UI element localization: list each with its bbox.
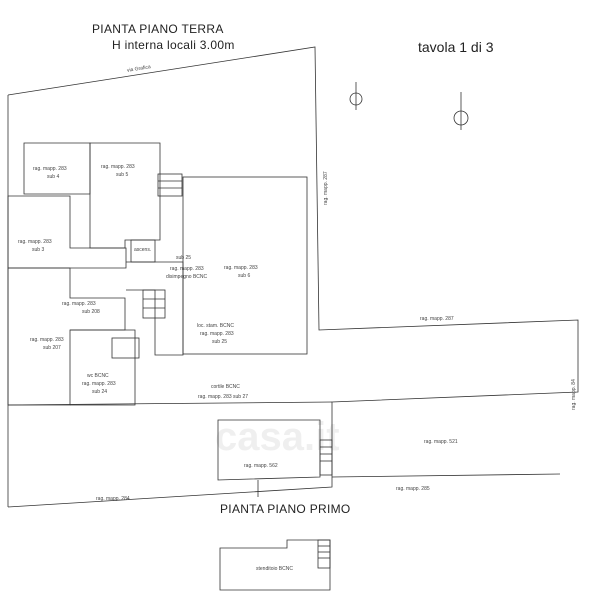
north-arrow-icon (349, 82, 363, 110)
parcel-label: rag. mapp. 283 (62, 301, 96, 307)
parcel-label: sub 24 (92, 389, 108, 395)
parcel-label: rag. mapp. 283 (224, 265, 258, 271)
parcel-label: rag. mapp. 287 (420, 316, 454, 322)
sheet-number: tavola 1 di 3 (418, 39, 494, 55)
parcel-label: rag. mapp. 283 (101, 164, 135, 170)
parcel-label: sub 3 (32, 247, 45, 253)
parcel-label: rag. mapp. 84 (571, 379, 577, 410)
parcel-label: rag. mapp. 521 (424, 439, 458, 445)
parcel-label: rag. mapp. 283 (33, 166, 67, 172)
parcel-label: rag. mapp. 283 (18, 239, 52, 245)
parcel-label: rag. mapp. 287 (323, 171, 329, 205)
parcel-label: rag. mapp. 283 sub 27 (198, 394, 249, 400)
parcel-label: rag. mapp. 562 (244, 463, 278, 469)
parcel-label: sub 6 (238, 273, 251, 279)
parcel-label: stenditoio BCNC (256, 566, 293, 572)
parcel-label: loc. stam. BCNC (197, 323, 234, 329)
parcel-label: sub 4 (47, 174, 60, 180)
parcel-label: wc BCNC (87, 373, 109, 379)
parcel-label: disimpegno BCNC (166, 274, 208, 280)
parcel-label: sub 207 (43, 345, 61, 351)
plan-subtitle: H interna locali 3.00m (112, 38, 235, 52)
parcel-label: sub 5 (116, 172, 129, 178)
parcel-label: rag. mapp. 283 (200, 331, 234, 337)
first-floor-title: PIANTA PIANO PRIMO (220, 502, 351, 516)
parcel-label: rag. mapp. 284 (96, 496, 130, 502)
parcel-label: rag. mapp. 283 (82, 381, 116, 387)
parcel-label: cortile BCNC (211, 384, 240, 390)
parcel-label: sub 208 (82, 309, 100, 315)
parcel-label: rag. mapp. 285 (396, 486, 430, 492)
north-arrow-icon (453, 92, 469, 130)
parcel-label: sub 25 (176, 255, 192, 261)
parcel-label: rag. mapp. 283 (170, 266, 204, 272)
lift-label: ascens. (134, 247, 152, 253)
watermark: casa.it (215, 415, 340, 459)
plan-title: PIANTA PIANO TERRA (92, 22, 224, 36)
parcel-label: rag. mapp. 283 (30, 337, 64, 343)
parcel-label: sub 25 (212, 339, 228, 345)
